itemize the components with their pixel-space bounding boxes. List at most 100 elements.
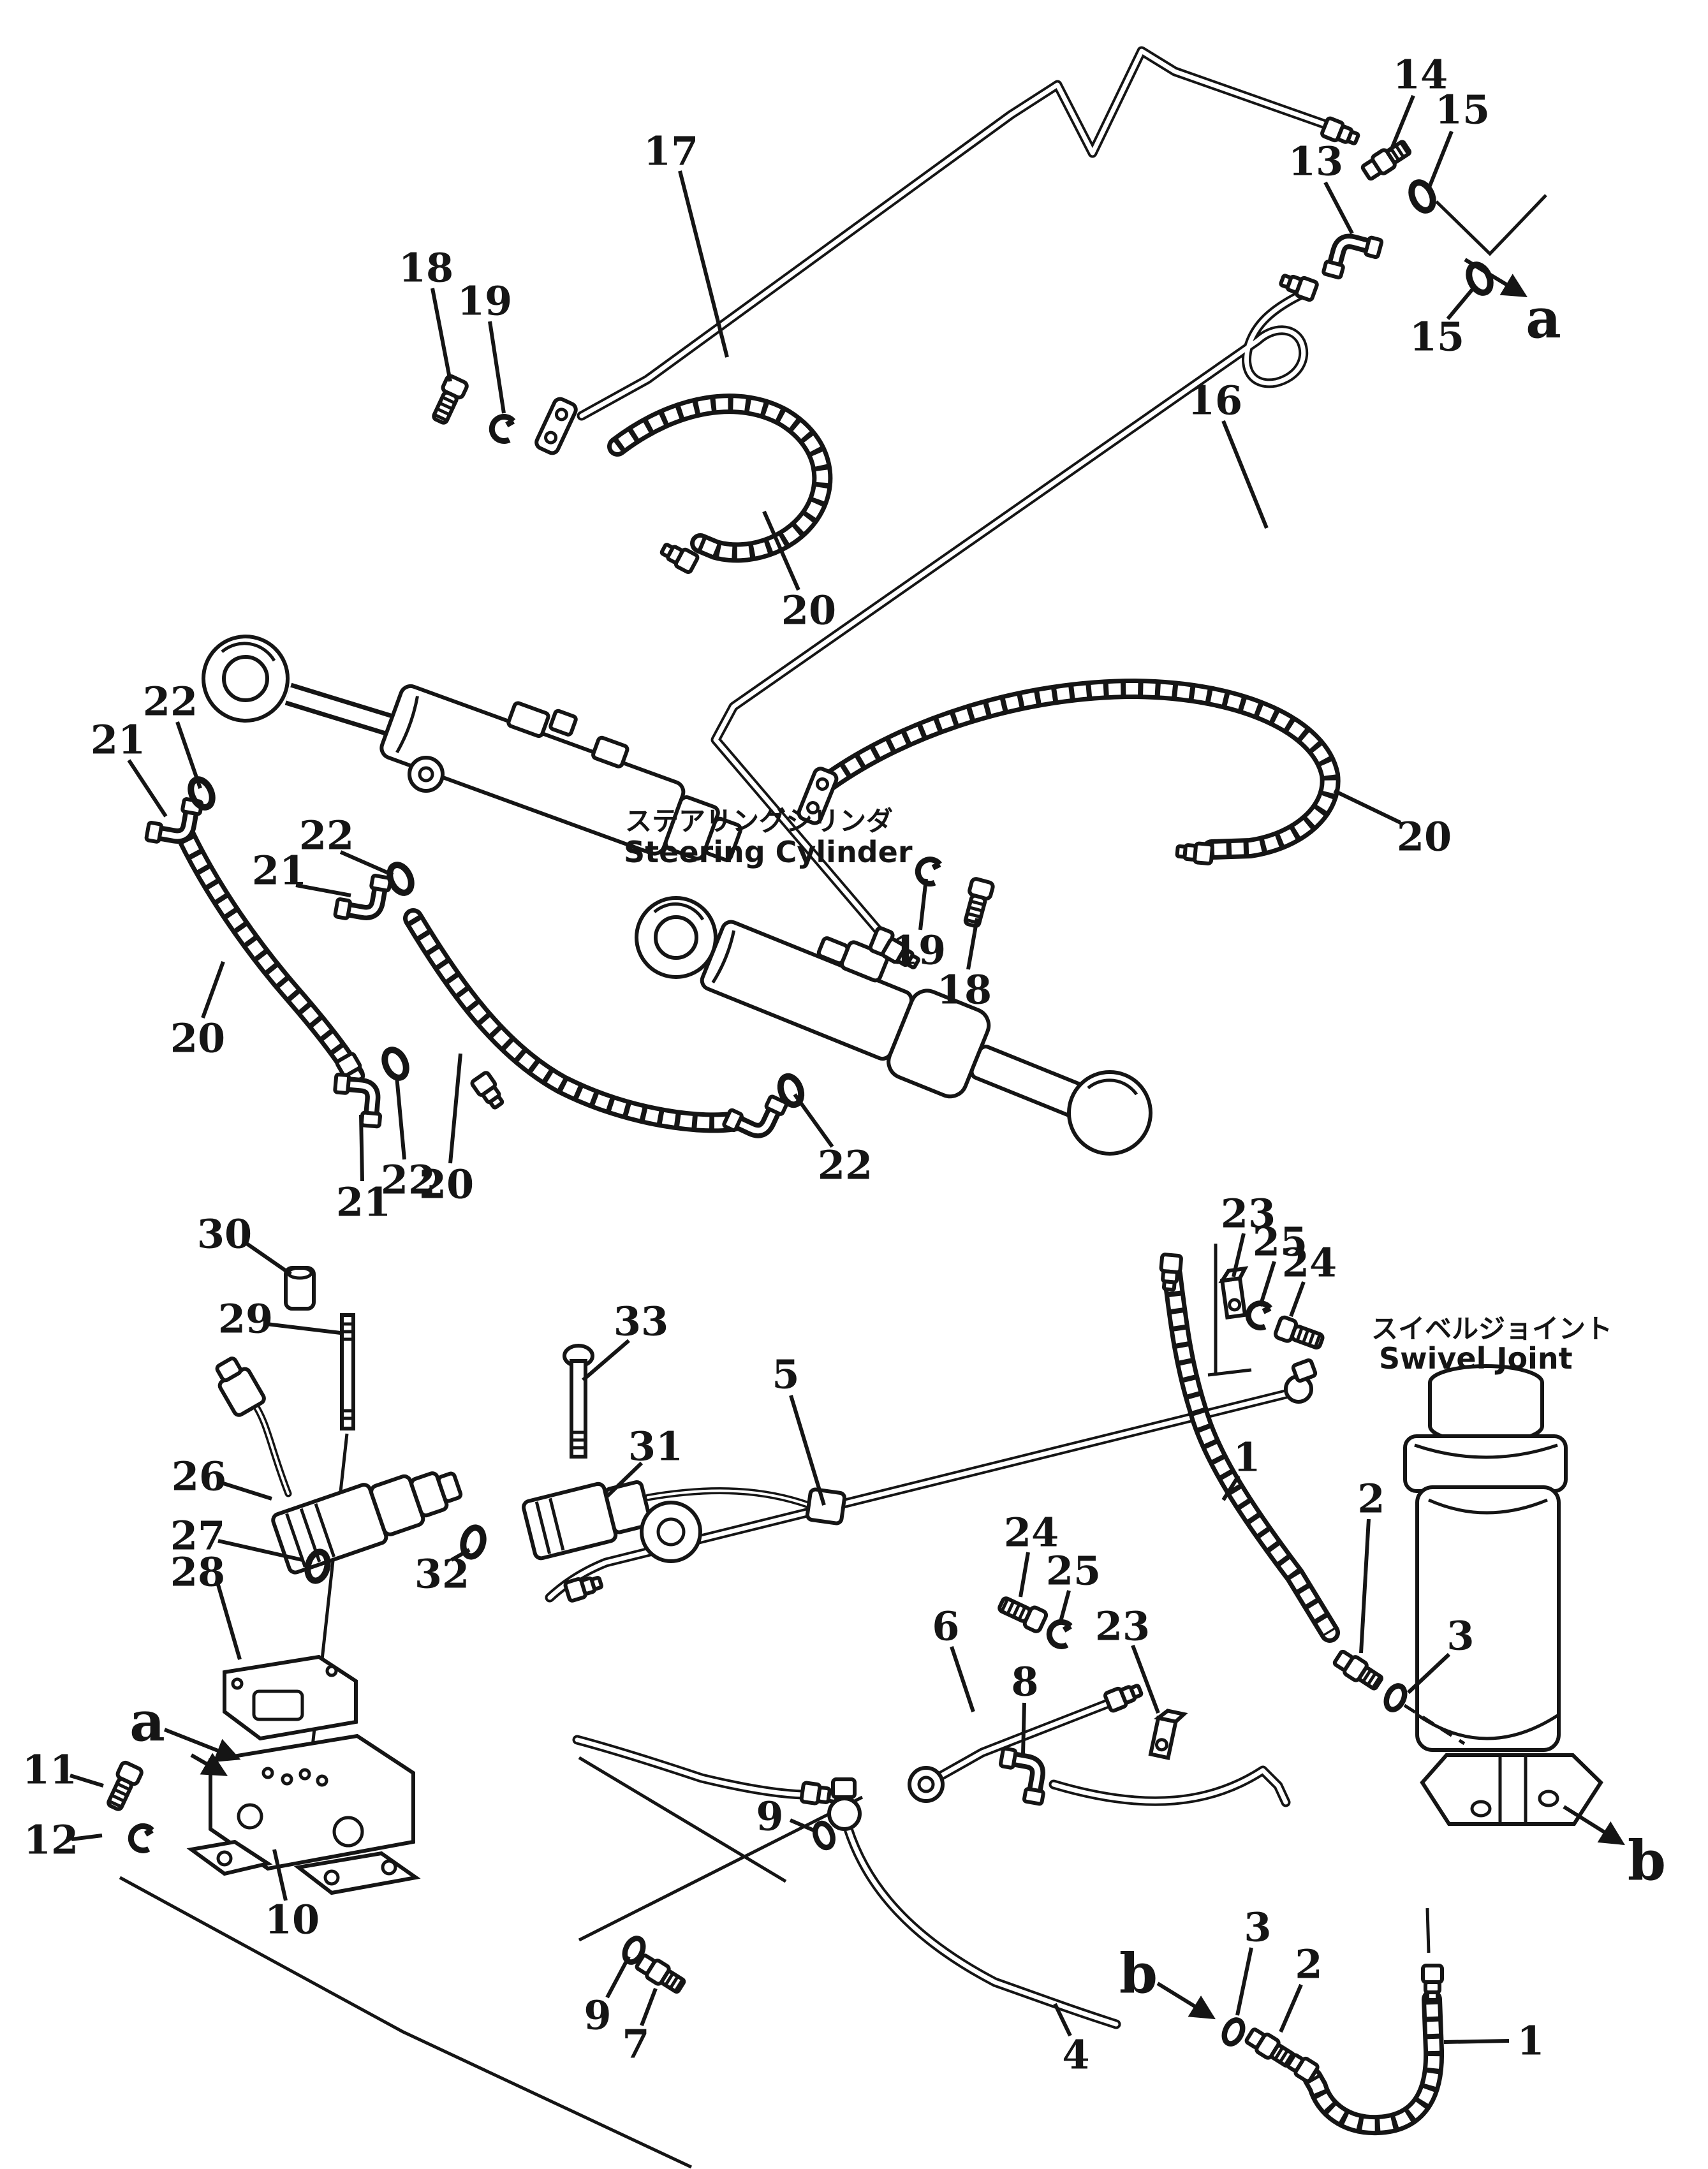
callout-label: 11 — [22, 1747, 77, 1793]
callout-leader — [295, 883, 351, 897]
callout-leader — [339, 850, 394, 877]
callout-leader — [1221, 1474, 1241, 1501]
callout-label: 13 — [1288, 138, 1343, 185]
steering-cylinder-lower — [635, 896, 1152, 1156]
view-arrow — [1464, 258, 1528, 298]
callout-label: 19 — [457, 278, 512, 325]
callout-leader — [1131, 1644, 1160, 1714]
callout-label: 15 — [1410, 314, 1464, 360]
callout-label: 20 — [419, 1161, 474, 1208]
callout-leader — [1359, 1518, 1371, 1654]
callout-label: 1 — [1233, 1434, 1260, 1481]
hose-20-left — [176, 827, 383, 1127]
callout-leader — [789, 1818, 815, 1832]
callout-label: 25 — [1046, 1548, 1101, 1594]
callout-label: 2 — [1357, 1476, 1385, 1522]
solenoid-valve-26 — [215, 1357, 463, 1575]
callout-label: 33 — [614, 1298, 668, 1345]
callout-label: 7 — [622, 2021, 649, 2068]
callout-leader — [678, 170, 729, 358]
callout-leader — [175, 721, 202, 789]
view-marker-label: a — [1526, 287, 1561, 351]
callout-leader — [1221, 420, 1269, 529]
callout-leader — [1388, 94, 1415, 153]
callout-label: 14 — [1393, 52, 1448, 98]
view-marker-label: a — [129, 1690, 165, 1754]
callout-label: 30 — [197, 1211, 252, 1258]
pipe-4-core — [575, 1737, 805, 1797]
callout-leader — [448, 1053, 462, 1164]
callout-leader — [1021, 1702, 1026, 1754]
callout-label: 25 — [1253, 1219, 1307, 1265]
callout-label: 27 — [170, 1513, 225, 1559]
callout-label: 5 — [772, 1351, 799, 1398]
hose-1-lower — [1279, 1966, 1445, 2136]
callout-leader — [71, 1834, 103, 1841]
callout-label: 17 — [644, 128, 698, 175]
bolt-33 — [563, 1344, 594, 1459]
callout-label: 6 — [932, 1603, 959, 1650]
callout-leader — [1446, 287, 1475, 320]
callout-leader — [605, 1955, 631, 1999]
callout-leader — [582, 1339, 630, 1382]
callout-leader — [762, 510, 800, 591]
callout-leader — [219, 1480, 272, 1501]
caption-swivel-joint-jp: スイベルジョイント — [1371, 1313, 1612, 1344]
caption-steering-cylinder-jp: ステアリングシリンダ — [625, 805, 893, 837]
callout-label: 22 — [818, 1142, 872, 1189]
callout-label: 26 — [172, 1453, 226, 1500]
pipe-16-core — [713, 292, 1306, 952]
hose-ribs — [612, 395, 831, 561]
callout-leader — [1258, 1261, 1276, 1307]
callout-label: 18 — [937, 967, 992, 1013]
callout-label: 3 — [1244, 1904, 1271, 1951]
callout-label: 20 — [170, 1015, 225, 1062]
view-arrow — [1563, 1805, 1625, 1846]
callout-label: 21 — [252, 848, 307, 894]
clip-12 — [129, 1824, 152, 1851]
hose-ribs — [824, 680, 1339, 858]
steering-cylinder-upper — [202, 635, 743, 862]
callout-label: 23 — [1221, 1191, 1276, 1237]
swivel-joint — [1221, 1268, 1603, 1826]
callout-label: 12 — [24, 1817, 78, 1864]
callout-label: 1 — [1517, 2018, 1544, 2064]
callout-leader — [1235, 1947, 1253, 2016]
callout-leader — [604, 1461, 644, 1499]
solenoid-valve-31-core — [647, 1489, 810, 1506]
solenoid-valve-26-core — [253, 1402, 290, 1495]
callout-label: 21 — [336, 1179, 391, 1226]
callout-leader — [359, 1114, 364, 1182]
callout-leader — [1232, 1233, 1246, 1277]
pipe-4-core — [846, 1827, 1119, 2027]
callout-leader — [70, 1774, 104, 1788]
callout-label: 23 — [1095, 1603, 1150, 1650]
callout-label: 20 — [781, 587, 836, 634]
callout-label: 22 — [143, 679, 198, 725]
pipe-5 — [545, 1358, 1318, 1601]
callout-label: 15 — [1435, 87, 1490, 133]
callout-label: 28 — [170, 1549, 225, 1596]
view-arrow — [163, 1728, 241, 1762]
callout-leader — [1289, 1281, 1306, 1318]
callout-leader — [395, 1076, 406, 1160]
pipe-6 — [908, 1681, 1144, 1803]
plug-30 — [284, 1266, 316, 1311]
callout-leader — [640, 1987, 658, 2027]
callout-label: 29 — [218, 1296, 273, 1342]
callout-leader — [1406, 1652, 1451, 1695]
callout-leader — [1019, 1552, 1030, 1598]
callout-leader — [450, 1548, 471, 1562]
hose-20-top — [534, 393, 833, 573]
hose-20-middle — [403, 908, 787, 1146]
callout-leader — [950, 1646, 975, 1712]
callout-leader — [793, 1093, 834, 1148]
callout-leader — [431, 288, 452, 382]
callout-leader — [215, 1580, 242, 1660]
callout-leader — [1427, 130, 1454, 190]
callout-label: 9 — [756, 1793, 783, 1840]
callout-leader — [127, 759, 168, 818]
callout-label: 22 — [299, 812, 354, 859]
callout-label: 21 — [91, 717, 145, 763]
